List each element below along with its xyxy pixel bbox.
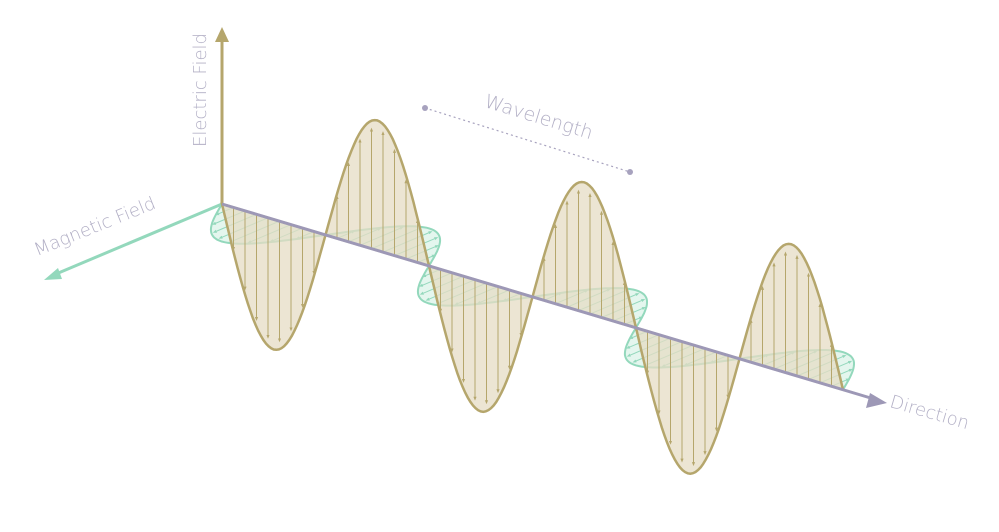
electric-lobe bbox=[530, 180, 638, 330]
direction-label: Direction bbox=[888, 391, 972, 434]
electric-axis-arrowhead bbox=[215, 27, 229, 42]
electric-lobe bbox=[220, 202, 328, 352]
magnetic-field-label: Magnetic Field bbox=[31, 193, 159, 261]
magnetic-axis-arrowhead bbox=[44, 268, 62, 280]
magnetic-field-axis bbox=[44, 202, 223, 280]
electric-field-label: Electric Field bbox=[190, 33, 211, 147]
wavelength-start-dot bbox=[422, 105, 428, 111]
electric-lobe bbox=[427, 264, 535, 414]
wavelength-end-dot bbox=[627, 169, 633, 175]
direction-axis bbox=[221, 202, 887, 408]
electric-lobe bbox=[737, 242, 845, 392]
electric-lobe bbox=[323, 118, 431, 268]
electric-lobe bbox=[634, 325, 742, 475]
wave-lobes bbox=[209, 118, 855, 475]
electric-field-axis bbox=[215, 27, 229, 204]
electric-lobe-vectors bbox=[231, 207, 316, 343]
electric-lobe-vectors bbox=[749, 251, 834, 387]
electric-lobe-vectors bbox=[645, 331, 730, 467]
electric-lobe-vectors bbox=[542, 189, 627, 325]
direction-axis-arrowhead bbox=[866, 393, 887, 408]
electric-lobe-vectors bbox=[438, 269, 523, 405]
electric-lobe-vectors bbox=[335, 127, 420, 263]
wavelength-indicator bbox=[422, 105, 633, 175]
wavelength-label: Wavelength bbox=[482, 90, 596, 144]
